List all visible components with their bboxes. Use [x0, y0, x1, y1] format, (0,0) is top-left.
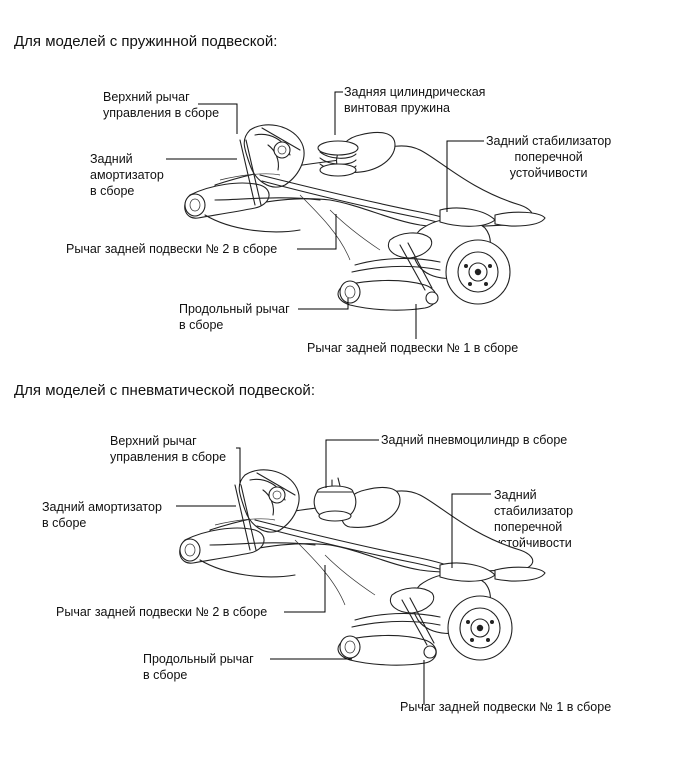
air-arm-no1-label: Рычаг задней подвески № 1 в сборе [400, 700, 612, 714]
coil-arm-no1-label: Рычаг задней подвески № 1 в сборе [307, 341, 519, 355]
air-arm-no2-label: Рычаг задней подвески № 2 в сборе [56, 605, 268, 619]
air-cylinder-shape [313, 477, 357, 522]
air-leader-lines [176, 439, 491, 705]
air-cylinder-label: Задний пневмоцилиндр в сборе [381, 433, 568, 447]
air-suspension-assembly-illustration [179, 469, 546, 666]
air-section-heading: Для моделей с пневматической подвеской: [14, 382, 315, 399]
coil-suspension-assembly-illustration [184, 124, 546, 311]
coil-section-heading: Для моделей с пружинной подвеской: [14, 33, 278, 50]
coil-spring-shape [317, 140, 359, 177]
coil-arm-no2-label: Рычаг задней подвески № 2 в сборе [66, 242, 278, 256]
coil-right-hub-shape [411, 217, 511, 305]
coil-leader-lines [166, 91, 484, 339]
air-right-hub-shape [411, 572, 513, 661]
